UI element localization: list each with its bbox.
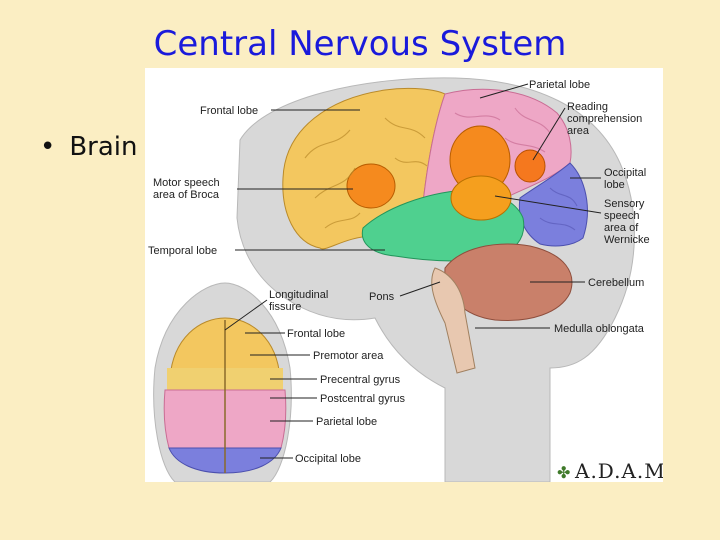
slide-title: Central Nervous System [153, 24, 567, 64]
label-sensory-line-2: speech [604, 210, 639, 222]
label-longitudinal-line-1: Longitudinal [269, 289, 328, 301]
label-top-parietal-lobe: Parietal lobe [316, 416, 377, 428]
label-frontal-lobe: Frontal lobe [200, 105, 258, 117]
cerebellum-region [444, 243, 573, 322]
brain-diagram: Frontal lobe Parietal lobe Reading compr… [145, 68, 663, 482]
label-sensory-line-1: Sensory [604, 198, 645, 210]
adam-logo: ✤ A.D.A.M. [557, 459, 663, 482]
label-top-frontal-lobe: Frontal lobe [287, 328, 345, 340]
frontal-gyri [304, 117, 428, 229]
label-top-occipital-lobe: Occipital lobe [295, 453, 361, 465]
label-reading-line-3: area [567, 125, 590, 137]
label-reading-line-2: comprehension [567, 113, 642, 125]
label-pons: Pons [369, 291, 395, 303]
label-longitudinal-line-2: fissure [269, 301, 301, 313]
occipital-lobe-region [518, 162, 588, 247]
bullet-item-brain: • Brain [40, 132, 138, 162]
leader-lines [224, 83, 602, 459]
label-motor-line-2: area of Broca [153, 189, 220, 201]
label-postcentral-gyrus: Postcentral gyrus [320, 393, 405, 405]
reading-area [514, 149, 546, 183]
label-reading-line-1: Reading [567, 101, 608, 113]
label-occipital-line-1: Occipital [604, 167, 646, 179]
label-cerebellum: Cerebellum [588, 277, 644, 289]
label-temporal-lobe: Temporal lobe [148, 245, 217, 257]
logo-text: A.D.A.M. [574, 459, 663, 482]
label-precentral-gyrus: Precentral gyrus [320, 374, 401, 386]
broca-area [346, 163, 396, 209]
brainstem-region [431, 267, 476, 374]
label-occipital-line-2: lobe [604, 179, 625, 191]
occipital-gyri [539, 187, 578, 231]
bullet-list: • Brain [40, 132, 138, 162]
label-motor-line-1: Motor speech [153, 177, 220, 189]
label-sensory-line-4: Wernicke [604, 234, 650, 246]
label-medulla: Medulla oblongata [554, 323, 645, 335]
bullet-dot-icon: • [40, 132, 56, 162]
label-sensory-line-3: area of [604, 222, 639, 234]
label-premotor-area: Premotor area [313, 350, 384, 362]
label-parietal-lobe: Parietal lobe [529, 79, 590, 91]
parietal-gyri [454, 107, 551, 153]
wernicke-area [450, 175, 512, 221]
logo-leaf-icon: ✤ [557, 463, 570, 482]
bullet-text: Brain [69, 132, 138, 162]
